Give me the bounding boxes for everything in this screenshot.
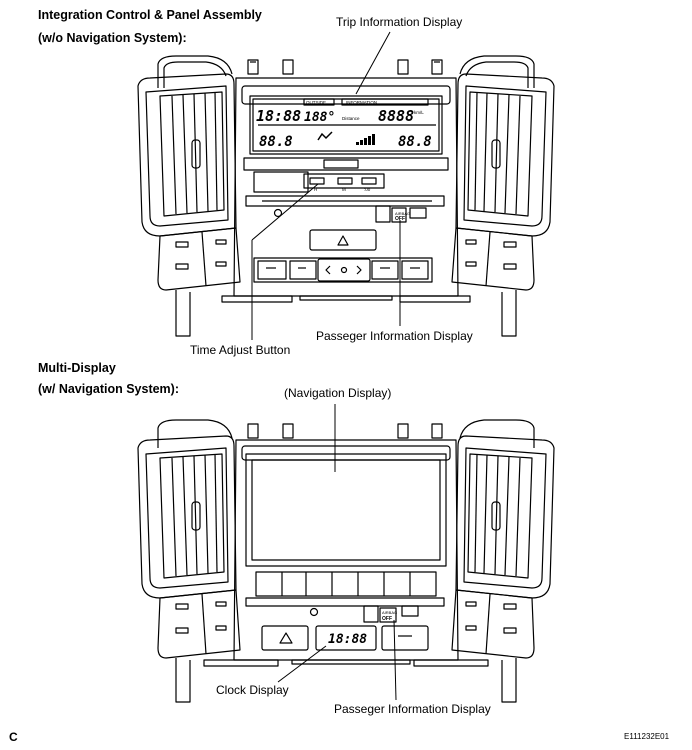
hour-button[interactable] [309,177,325,185]
right-handle-inner [465,61,529,88]
off-tag-2: OFF [382,616,392,622]
time-adjust-button-group[interactable] [303,173,385,189]
right-vent-wing-2 [413,435,555,703]
chevron-right-icon [356,265,362,275]
h-tag: H [314,187,317,192]
seat-icon [375,205,391,223]
mounting-posts-top-2 [247,423,443,439]
zero-button[interactable] [361,177,377,185]
selector-knob[interactable] [317,258,371,282]
clock-display [315,625,377,651]
seat-icon-2 [363,605,379,623]
zero-tag: :00 [364,187,371,192]
section1-title: Integration Control & Panel Assembly [38,8,262,22]
section2-title: Multi-Display [38,361,116,375]
bottom-button-3[interactable] [371,260,399,280]
lcd-outside-tag: OUTSIDE [306,100,326,105]
right-vent-wing [399,73,555,337]
hazard-triangle-icon [337,235,349,246]
trip-information-lcd [249,95,443,155]
lcd-outside-temp: 188° [304,110,335,125]
center-panel-body [233,77,459,301]
navigation-screen[interactable] [245,453,447,567]
bottom-button-2[interactable] [289,260,317,280]
mounting-posts-top [247,59,443,75]
lcd-distance-tag: Distance [342,116,360,121]
passenger-information-display-label-2: Passeger Information Display [334,702,491,716]
left-handle [157,55,233,88]
minute-button[interactable] [337,177,353,185]
hazard-triangle-icon-2 [279,632,293,644]
lcd-unit-tag: km/L [414,110,424,115]
trip-information-display-label: Trip Information Display [336,15,463,29]
airbag-off-indicator [391,207,407,223]
section2-subtitle: (w/ Navigation System): [38,382,179,396]
chevron-left-icon [325,265,331,275]
bottom-button-4[interactable] [401,260,429,280]
hazard-button-2[interactable] [261,625,309,651]
callout-lines-2 [277,404,397,701]
center-panel-body-2 [233,439,459,665]
clock-display-label: Clock Display [216,683,289,697]
figure-code: E111232E01 [624,732,670,741]
airbag-on-indicator [409,207,427,219]
airbag-on-indicator-2 [401,605,419,617]
left-handle-2 [157,419,233,448]
fan-level-icon [356,134,375,145]
bottom-button-1[interactable] [257,260,287,280]
left-vent-wing [137,73,293,337]
lcd-trip-value: 8888 [378,107,414,125]
left-handle-inner [163,61,227,88]
m-tag: M [342,187,346,192]
airbag-off-indicator-2 [379,607,397,623]
lcd-left-temp: 88.8 [259,134,293,150]
navigation-display-label: (Navigation Display) [284,386,392,400]
hazard-button[interactable] [309,229,377,251]
airflow-icon [317,131,333,141]
callout-lines-1 [251,31,401,340]
passenger-info-button [381,625,429,651]
right-handle-2 [459,419,535,448]
section1-subtitle: (w/o Navigation System): [38,31,187,45]
time-adjust-button-label: Time Adjust Button [190,343,291,357]
lcd-information-tag: INFORMATION [346,100,377,105]
off-tag-1: OFF [395,216,405,222]
airbag-tag-1: AIRBAG [395,211,410,216]
lcd-right-temp: 88.8 [398,134,432,150]
airbag-tag-2: AIRBAG [382,610,397,615]
left-vent-wing-2 [137,435,279,703]
lcd-clock: 18:88 [256,107,301,125]
right-handle [459,55,535,88]
corner-letter: C [9,730,18,744]
clock-display-digits: 18:88 [328,632,367,647]
passenger-information-display-label-1: Passeger Information Display [316,329,473,343]
